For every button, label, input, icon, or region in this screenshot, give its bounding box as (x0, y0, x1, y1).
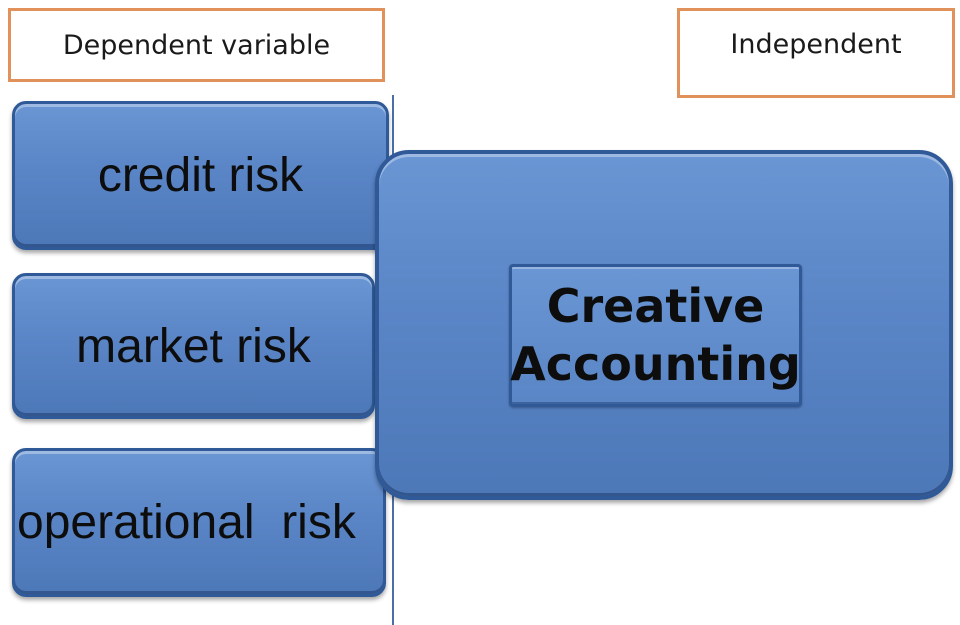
credit-risk-text: credit risk (97, 149, 304, 202)
creative-accounting-inner-box: Creative Accounting (509, 264, 802, 407)
market-risk-box: market risk (12, 273, 375, 419)
market-risk-text: market risk (76, 319, 311, 373)
operational-risk-box: operational risk (12, 448, 386, 597)
independent-variable-label: Independent (677, 8, 955, 98)
dependent-variable-label: Dependent variable (8, 8, 385, 82)
independent-variable-label-text: Independent (730, 29, 902, 60)
creative-accounting-box: Creative Accounting (375, 150, 953, 500)
operational-risk-text: operational risk (17, 496, 356, 549)
dependent-variable-label-text: Dependent variable (62, 29, 331, 61)
credit-risk-box: credit risk (12, 101, 389, 250)
creative-accounting-line-2: Accounting (510, 336, 801, 391)
creative-accounting-line-1: Creative (546, 279, 765, 333)
